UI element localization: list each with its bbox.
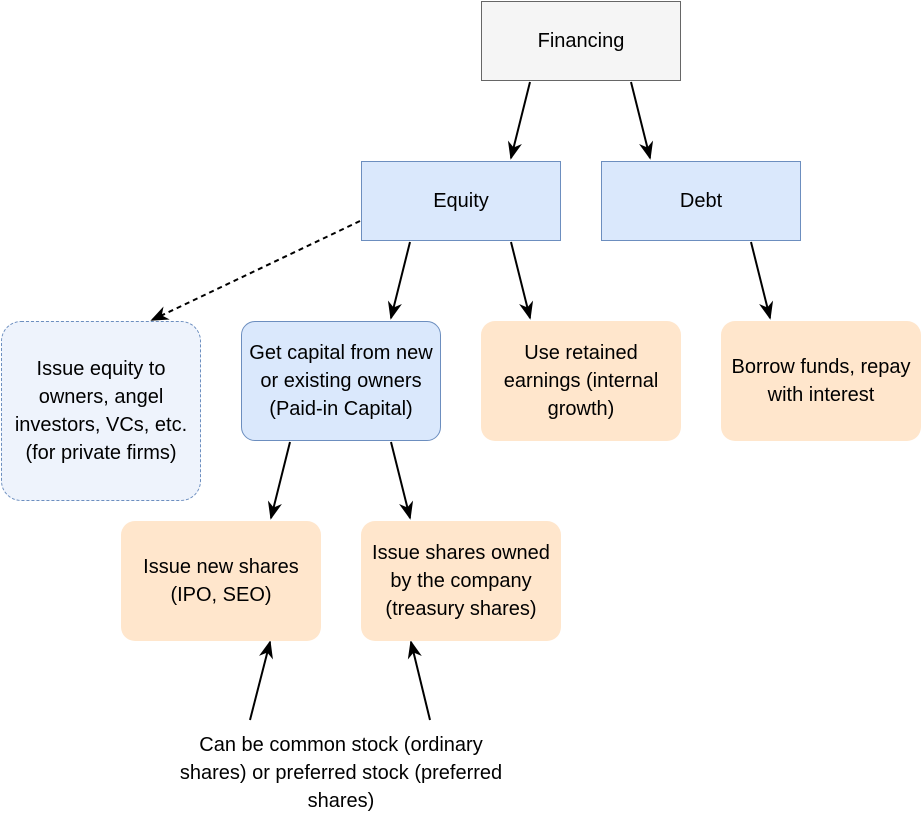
edge-paid-in-to-new-shares [267,441,291,520]
edge-paid-in-to-treasury-shares [390,441,414,520]
paid-in-capital-node: Get capital from new or existing owners … [241,321,441,441]
edge-equity-to-retained-earnings [510,241,534,320]
retained-earnings-label: Use retained earnings (internal growth) [503,342,659,420]
treasury-shares-node: Issue shares owned by the company (treas… [361,521,561,641]
private-equity-label: Issue equity to owners, angel investors,… [14,358,188,464]
retained-earnings-node: Use retained earnings (internal growth) [481,321,681,441]
stock-type-note-label: Can be common stock (ordinary shares) or… [179,734,503,812]
edge-equity-to-private-equity [150,220,361,321]
edge-financing-to-debt [630,81,654,160]
borrow-funds-node: Borrow funds, repay with interest [721,321,921,441]
treasury-shares-label: Issue shares owned by the company (treas… [372,542,550,620]
edge-note-to-new-shares [249,640,273,721]
debt-node: Debt [601,161,801,241]
new-shares-node: Issue new shares (IPO, SEO) [121,521,321,641]
equity-label: Equity [433,190,489,212]
financing-label: Financing [537,30,625,52]
edge-debt-to-borrow-funds [750,241,774,320]
stock-type-note: Can be common stock (ordinary shares) or… [161,730,521,816]
debt-label: Debt [679,190,723,212]
financing-node: Financing [481,1,681,81]
edge-financing-to-equity [507,81,531,160]
new-shares-label: Issue new shares (IPO, SEO) [143,556,299,606]
equity-node: Equity [361,161,561,241]
private-equity-node: Issue equity to owners, angel investors,… [1,321,201,501]
edge-note-to-treasury-shares [407,640,431,721]
edge-equity-to-paid-in-capital [387,241,411,320]
paid-in-capital-label: Get capital from new or existing owners … [249,342,433,420]
borrow-funds-label: Borrow funds, repay with interest [731,356,911,406]
